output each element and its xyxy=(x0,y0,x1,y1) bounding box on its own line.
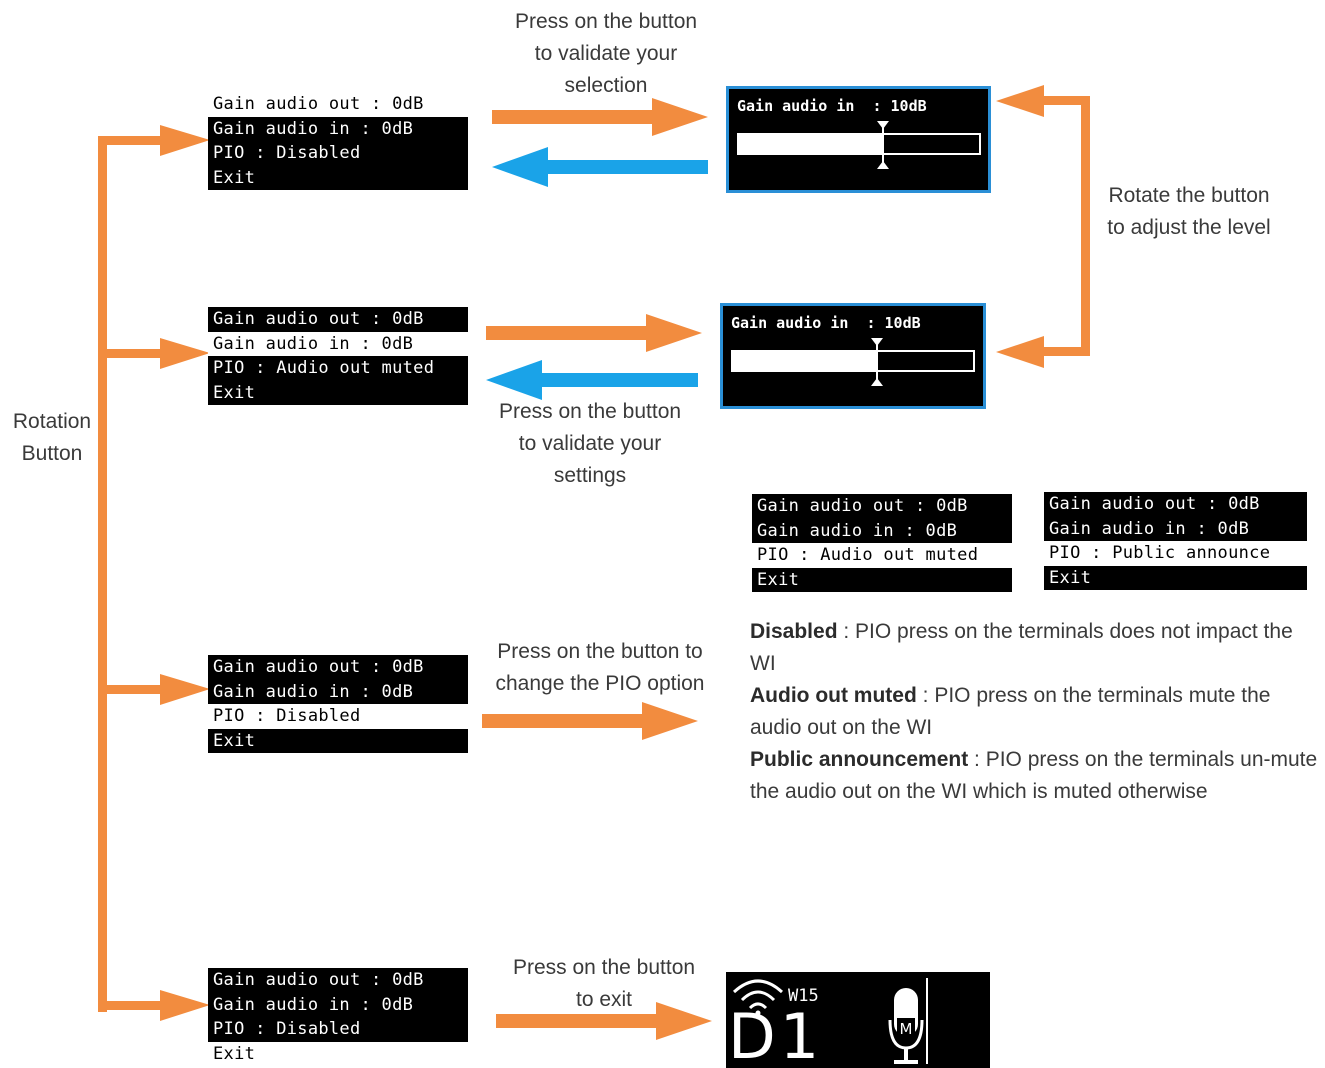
gain-title: Gain audio in : 10dB xyxy=(737,97,927,115)
menu-row-gain-out[interactable]: Gain audio out : 0dB xyxy=(208,655,468,680)
desc-disabled: Disabled : PIO press on the terminals do… xyxy=(750,620,1293,675)
rotation-bar xyxy=(98,136,107,1012)
arrow-to-home-screen xyxy=(496,1002,712,1040)
mic-letter: M xyxy=(900,1020,913,1038)
menu-row-exit[interactable]: Exit xyxy=(1044,565,1307,590)
gain-cursor-icon[interactable] xyxy=(870,338,884,386)
menu-row-gain-in[interactable]: Gain audio in : 0dB xyxy=(208,992,468,1017)
menu-row-gain-out[interactable]: Gain audio out : 0dB xyxy=(752,494,1012,519)
home-screen: W15 D1 M xyxy=(726,972,990,1068)
arrow-back-2 xyxy=(486,360,698,400)
rotation-branch-3 xyxy=(98,674,210,705)
caption-rotation-button: Rotation Button xyxy=(12,410,92,465)
arrow-to-gain-screen-1 xyxy=(492,98,708,136)
arrow-to-gain-screen-2 xyxy=(486,314,702,352)
pio-descriptions: Disabled : PIO press on the terminals do… xyxy=(750,616,1320,808)
menu-row-pio[interactable]: PIO : Audio out muted xyxy=(752,543,1012,568)
gain-level-fill xyxy=(739,135,883,153)
network-label: W15 xyxy=(788,986,819,1006)
microphone-icon: M xyxy=(888,988,924,1064)
arrow-back-1 xyxy=(492,147,708,187)
gain-title: Gain audio in : 10dB xyxy=(731,314,921,332)
gain-level-bar[interactable] xyxy=(737,121,981,169)
menu-row-gain-out[interactable]: Gain audio out : 0dB xyxy=(1044,492,1307,517)
caption-exit: Press on the button to exit xyxy=(512,956,696,1011)
gain-screen-2[interactable]: Gain audio in : 10dB xyxy=(720,303,986,409)
menu-row-gain-in[interactable]: Gain audio in : 0dB xyxy=(752,518,1012,543)
menu-row-pio[interactable]: PIO : Disabled xyxy=(208,704,468,729)
menu-row-gain-in[interactable]: Gain audio in : 0dB xyxy=(1044,516,1307,541)
menu-row-pio[interactable]: PIO : Public announce xyxy=(1044,541,1307,566)
caption-rotate: Rotate the button to adjust the level xyxy=(1107,184,1271,239)
channel-label: D1 xyxy=(728,1000,824,1068)
caption-validate-selection: Press on the button to validate your sel… xyxy=(514,10,698,97)
desc-public-announcement: Public announcement : PIO press on the t… xyxy=(750,748,1318,803)
menu-row-exit[interactable]: Exit xyxy=(752,567,1012,592)
gain-cursor-icon[interactable] xyxy=(876,121,890,169)
menu-row-pio[interactable]: PIO : Audio out muted xyxy=(208,356,468,381)
menu-row-exit[interactable]: Exit xyxy=(208,1041,468,1066)
screen-divider xyxy=(926,978,928,1064)
gain-level-bar[interactable] xyxy=(731,338,975,386)
gain-screen-1[interactable]: Gain audio in : 10dB xyxy=(726,86,991,193)
gain-level-fill xyxy=(733,352,877,370)
caption-change-pio: Press on the button to change the PIO op… xyxy=(495,640,705,695)
rotation-branch-2 xyxy=(98,338,210,369)
desc-audio-out-muted: Audio out muted : PIO press on the termi… xyxy=(750,684,1271,739)
menu-row-pio[interactable]: PIO : Disabled xyxy=(208,141,468,166)
arrow-to-pio-options xyxy=(482,702,698,740)
menu-row-exit[interactable]: Exit xyxy=(208,165,468,190)
menu-row-exit[interactable]: Exit xyxy=(208,728,468,753)
menu-row-gain-out[interactable]: Gain audio out : 0dB xyxy=(208,92,468,117)
rotation-branch-4 xyxy=(98,990,210,1021)
menu-row-pio[interactable]: PIO : Disabled xyxy=(208,1017,468,1042)
menu-row-exit[interactable]: Exit xyxy=(208,380,468,405)
caption-validate-settings: Press on the button to validate your set… xyxy=(498,400,682,487)
menu-row-gain-in[interactable]: Gain audio in : 0dB xyxy=(208,331,468,356)
menu-row-gain-in[interactable]: Gain audio in : 0dB xyxy=(208,116,468,141)
rotate-bracket xyxy=(996,85,1090,368)
menu-row-gain-in[interactable]: Gain audio in : 0dB xyxy=(208,679,468,704)
menu-row-gain-out[interactable]: Gain audio out : 0dB xyxy=(208,307,468,332)
menu-row-gain-out[interactable]: Gain audio out : 0dB xyxy=(208,968,468,993)
rotation-branch-1 xyxy=(98,125,210,156)
wifi-icon xyxy=(732,979,784,1016)
